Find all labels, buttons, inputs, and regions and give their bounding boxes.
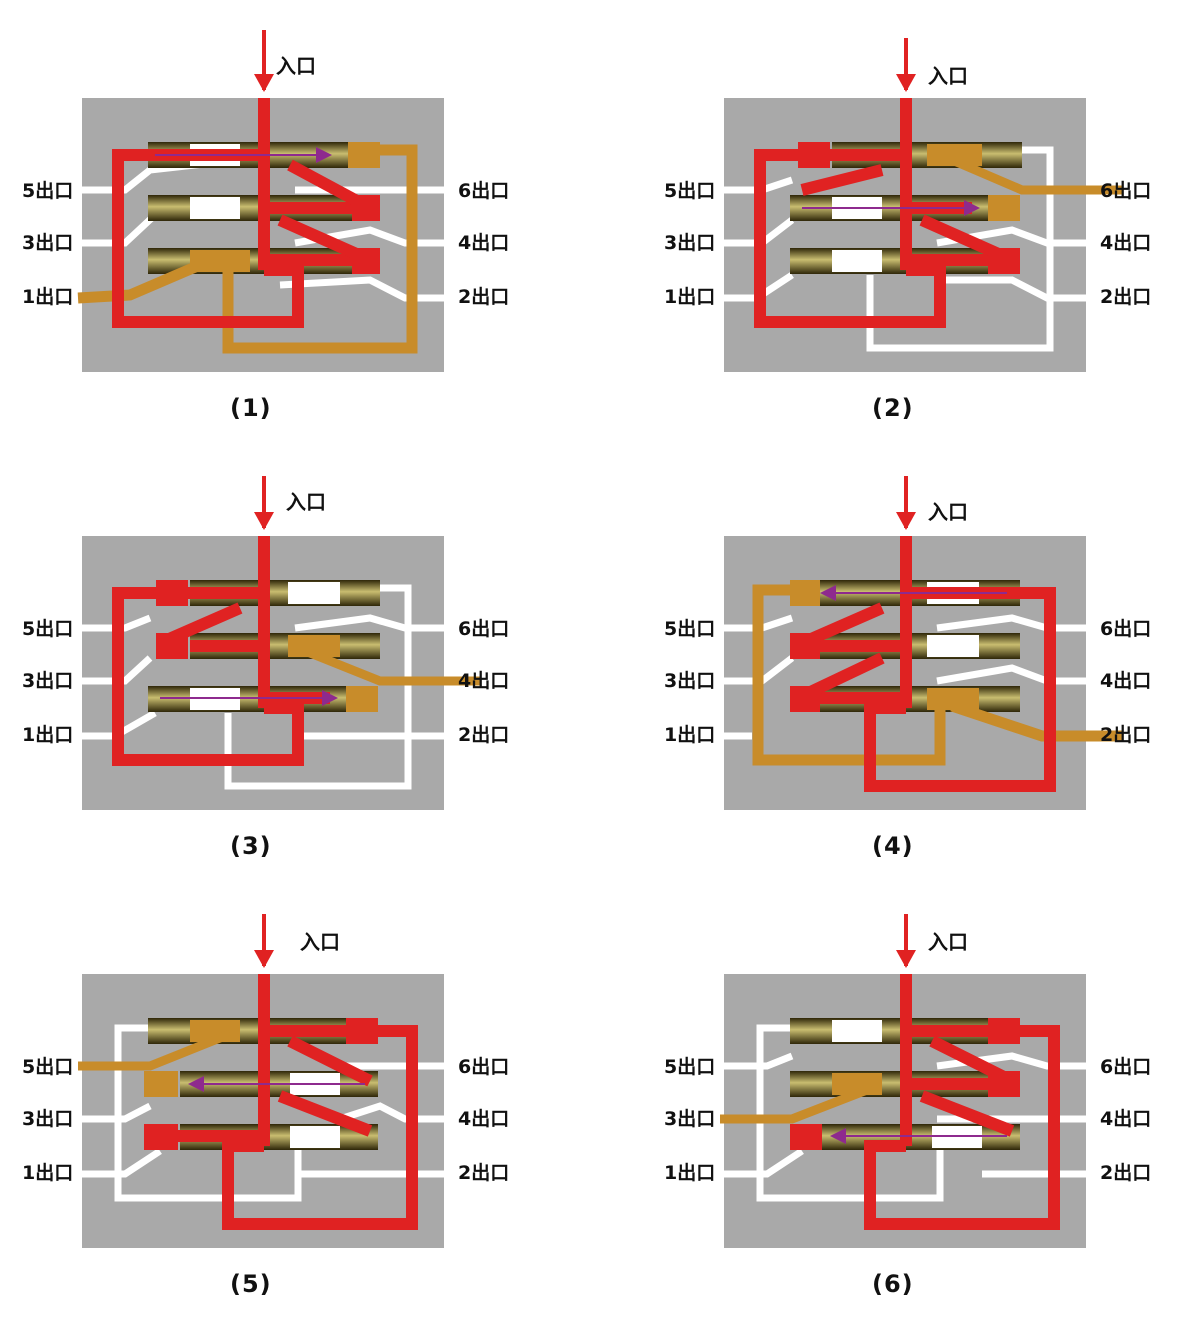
outlet-4-label: 4出口 xyxy=(1100,670,1152,692)
inlet-arrowhead xyxy=(896,950,916,968)
panel-caption: (4) xyxy=(872,832,914,860)
outlet-path xyxy=(950,155,1122,221)
outlet-5-label: 5出口 xyxy=(22,180,74,202)
panel-caption: (5) xyxy=(230,1270,272,1298)
outlet-5-label: 5出口 xyxy=(664,180,716,202)
inlet-label: 入口 xyxy=(928,64,968,88)
inlet-label: 入口 xyxy=(276,54,316,78)
valve-diagram-2 xyxy=(682,38,1122,372)
outlet-path xyxy=(720,1083,874,1124)
outlet-4-label: 4出口 xyxy=(1100,1108,1152,1130)
outlet-path xyxy=(78,1029,232,1097)
panel-caption: (6) xyxy=(872,1270,914,1298)
panel-2: 入口 5出口 3出口 1出口 6出口 4出口 2出口 (2) xyxy=(664,30,1151,450)
outlet-3-label: 3出口 xyxy=(22,670,74,692)
valve-diagram-4 xyxy=(682,476,1122,810)
valve-diagram-6 xyxy=(682,914,1122,1248)
outlet-1-label: 1出口 xyxy=(664,286,716,308)
outlet-4-label: 4出口 xyxy=(1100,232,1152,254)
outlet-1-label: 1出口 xyxy=(22,1162,74,1184)
valve-diagram-3 xyxy=(40,476,480,810)
outlet-2-label: 2出口 xyxy=(1100,286,1152,308)
outlet-2-label: 2出口 xyxy=(1100,724,1152,746)
outlet-2-label: 2出口 xyxy=(1100,1162,1152,1184)
panel-caption: (2) xyxy=(872,394,914,422)
panel-5: 入口 5出口 3出口 1出口 6出口 4出口 2出口 (5) xyxy=(22,906,509,1326)
outlet-4-label: 4出口 xyxy=(458,232,510,254)
inlet-arrowhead xyxy=(254,512,274,530)
flow-path xyxy=(864,974,1060,1230)
outlet-3-label: 3出口 xyxy=(664,670,716,692)
panel-4: 入口 5出口 3出口 1出口 6出口 4出口 2出口 (4) xyxy=(664,468,1151,888)
outlet-5-label: 5出口 xyxy=(664,618,716,640)
panel-1: 入口 5出口 3出口 1出口 6出口 4出口 2出口 (1) xyxy=(22,30,509,450)
inlet-label: 入口 xyxy=(300,930,340,954)
inlet-label: 入口 xyxy=(928,500,968,524)
outlet-3-label: 3出口 xyxy=(664,232,716,254)
valve-diagram-1 xyxy=(40,30,480,372)
outlet-6-label: 6出口 xyxy=(1100,1056,1152,1078)
valve-diagram-5 xyxy=(40,914,460,1248)
panel-6: 入口 5出口 3出口 1出口 6出口 4出口 2出口 (6) xyxy=(664,906,1151,1326)
outlet-4-label: 4出口 xyxy=(458,1108,510,1130)
outlet-6-label: 6出口 xyxy=(1100,180,1152,202)
outlet-1-label: 1出口 xyxy=(664,724,716,746)
outlet-5-label: 5出口 xyxy=(664,1056,716,1078)
outlet-6-label: 6出口 xyxy=(458,180,510,202)
outlet-6-label: 6出口 xyxy=(458,1056,510,1078)
idle-passages xyxy=(40,1024,460,1202)
outlet-3-label: 3出口 xyxy=(664,1108,716,1130)
outlet-1-label: 1出口 xyxy=(22,724,74,746)
inlet-label: 入口 xyxy=(286,490,326,514)
panel-3: 入口 5出口 3出口 1出口 6出口 4出口 2出口 (3) xyxy=(22,468,509,888)
outlet-3-label: 3出口 xyxy=(22,1108,74,1130)
outlet-2-label: 2出口 xyxy=(458,286,510,308)
flow-path xyxy=(170,974,418,1230)
outlet-2-label: 2出口 xyxy=(458,1162,510,1184)
outlet-2-label: 2出口 xyxy=(458,724,510,746)
inlet-label: 入口 xyxy=(928,930,968,954)
outlet-path xyxy=(752,580,1122,766)
flow-path xyxy=(112,98,373,328)
panel-caption: (1) xyxy=(230,394,272,422)
outlet-5-label: 5出口 xyxy=(22,1056,74,1078)
outlet-6-label: 6出口 xyxy=(458,618,510,640)
inlet-arrowhead xyxy=(254,950,274,968)
outlet-6-label: 6出口 xyxy=(1100,618,1152,640)
inlet-arrowhead xyxy=(254,74,274,92)
outlet-1-label: 1出口 xyxy=(22,286,74,308)
outlet-5-label: 5出口 xyxy=(22,618,74,640)
panel-caption: (3) xyxy=(230,832,272,860)
outlet-1-label: 1出口 xyxy=(664,1162,716,1184)
inlet-arrowhead xyxy=(896,74,916,92)
inlet-arrowhead xyxy=(896,512,916,530)
outlet-4-label: 4出口 xyxy=(458,670,510,692)
outlet-path xyxy=(308,648,480,712)
outlet-3-label: 3出口 xyxy=(22,232,74,254)
